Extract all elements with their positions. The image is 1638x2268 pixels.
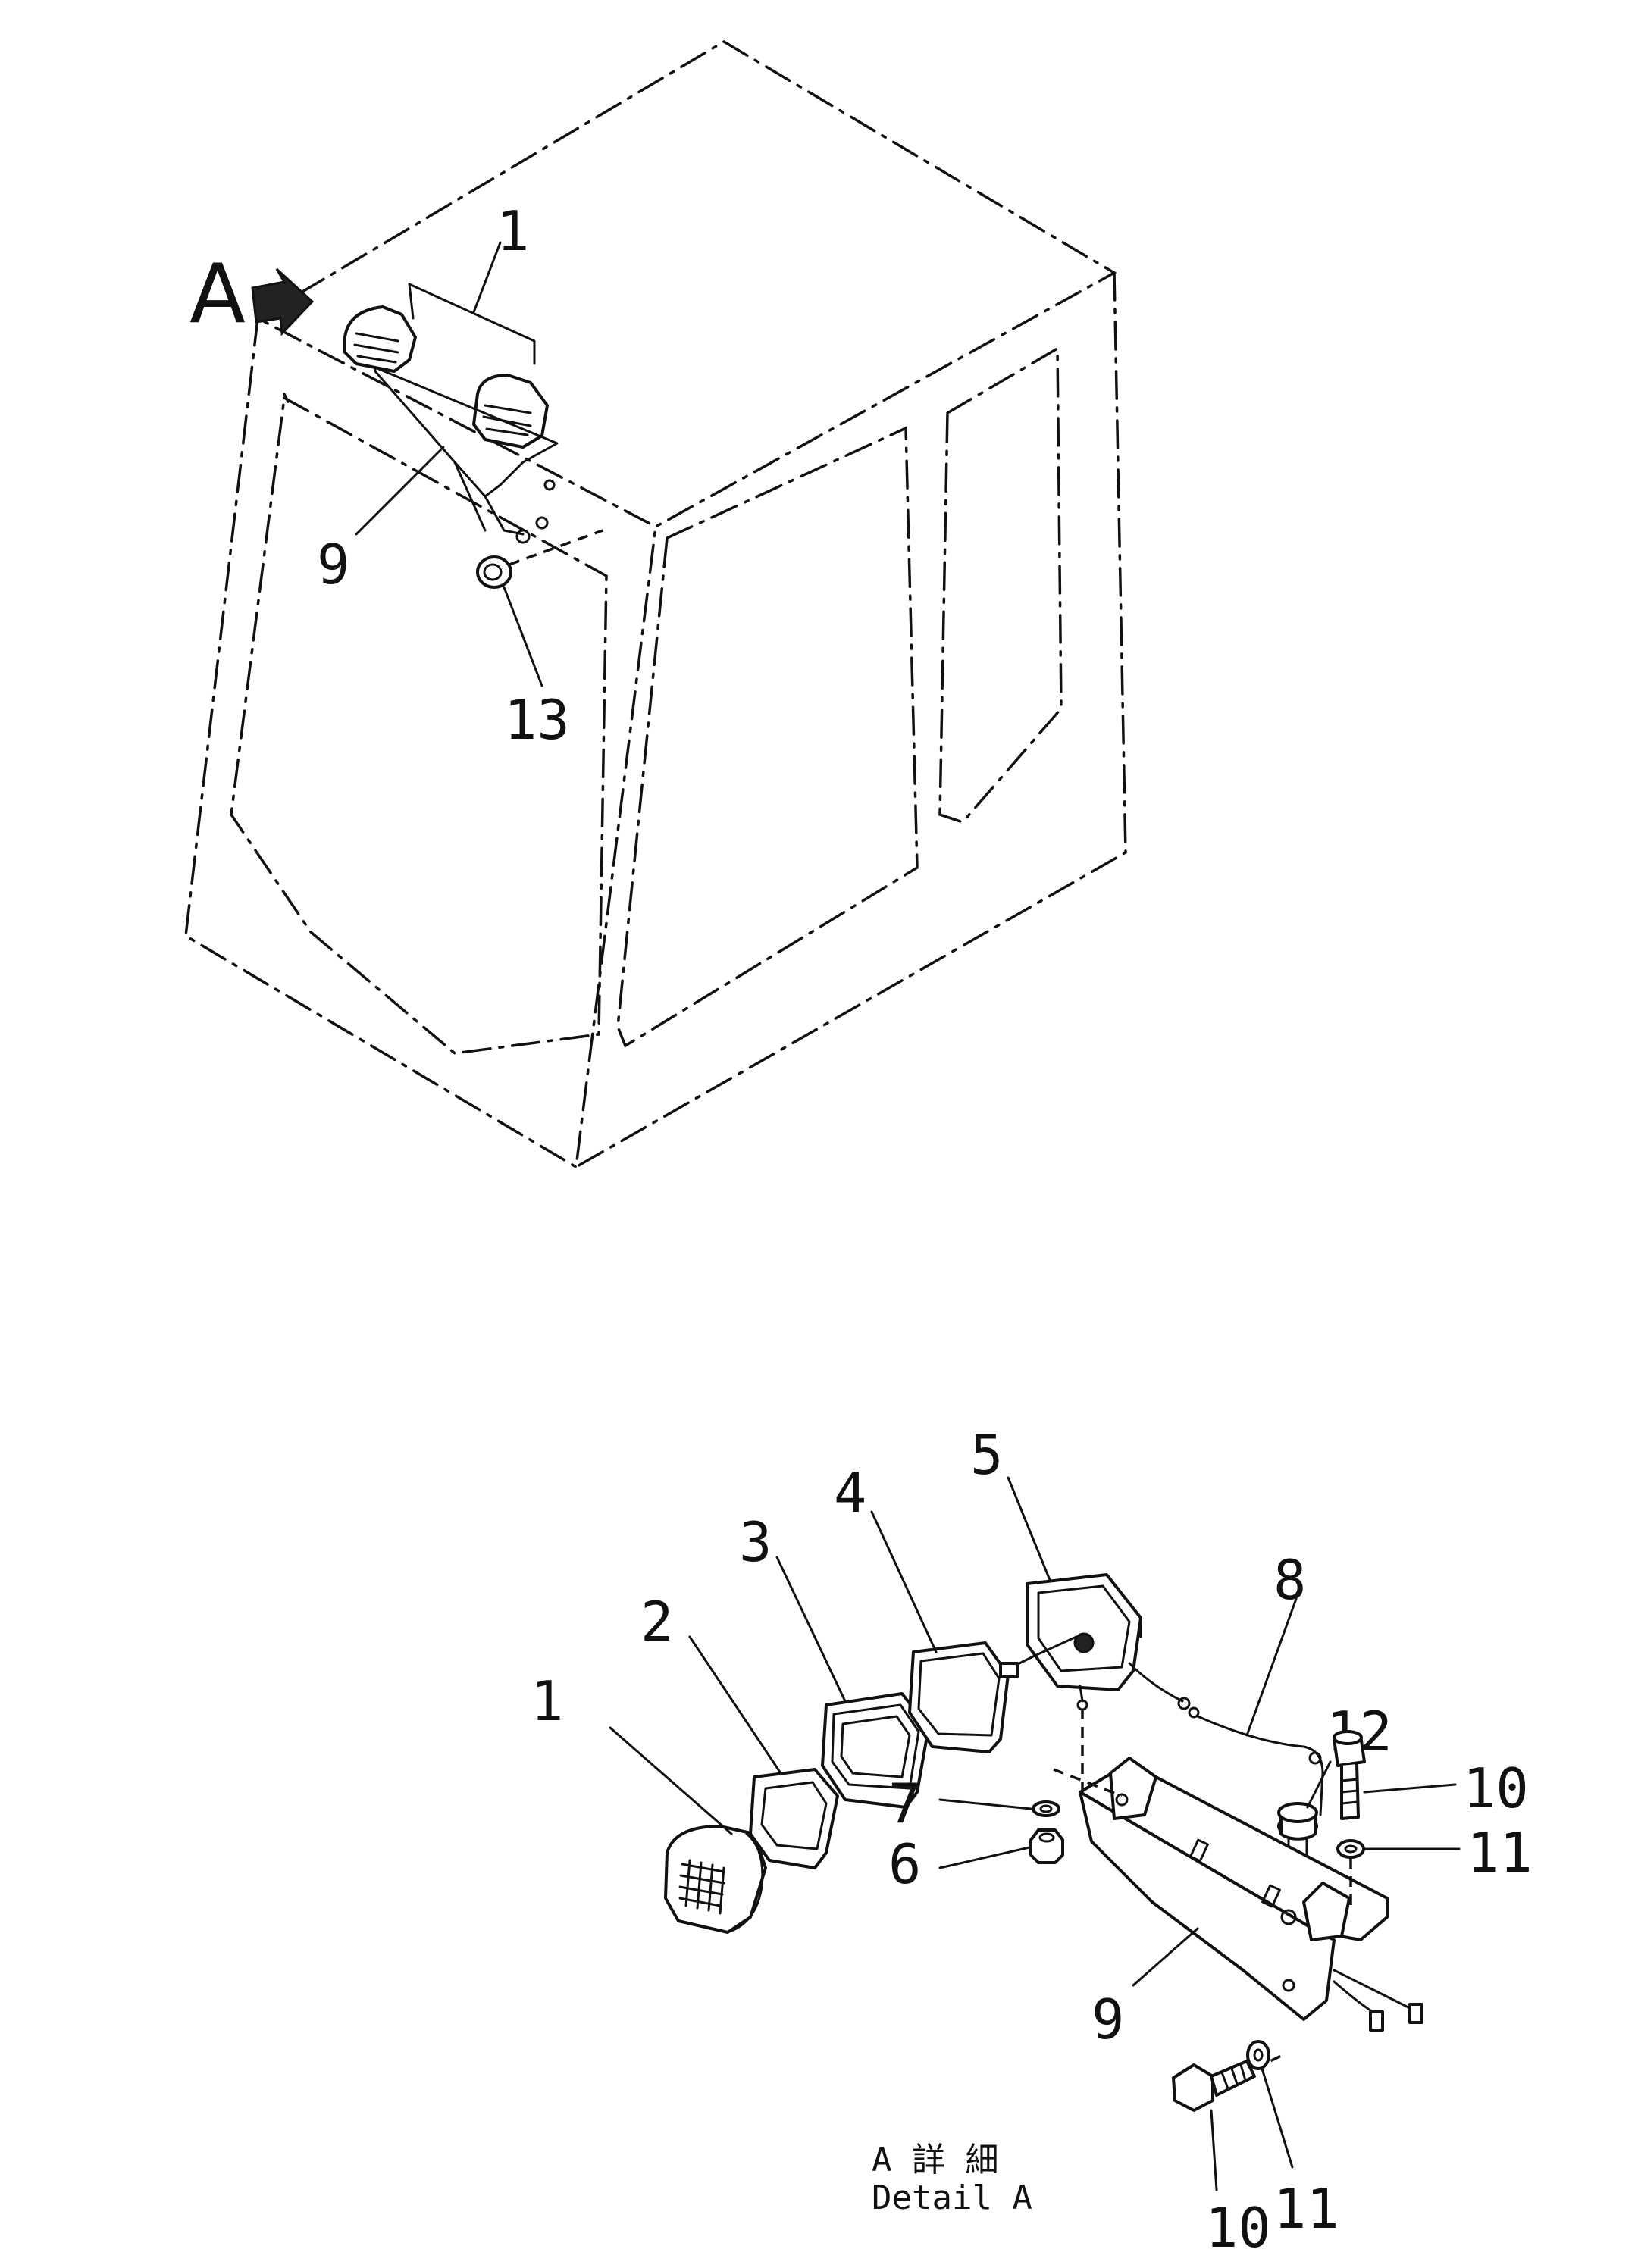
detail-callout-5-leader [1007, 1476, 1051, 1581]
detail-bracket [1079, 1757, 1423, 2032]
detail-lens [664, 1825, 767, 1934]
detail-rim [749, 1768, 839, 1869]
detail-callout-7-leader [938, 1798, 1032, 1810]
detail-caption-japanese: A 詳 細 [872, 2141, 998, 2179]
cab-callout-1: 1 [496, 199, 529, 263]
detail-bolt-upper [1333, 1730, 1366, 1820]
cab-callout-13-leader [503, 586, 543, 687]
view-a-arrow [251, 267, 315, 336]
detail-callout-10b: 10 [1205, 2196, 1271, 2260]
detail-bracket-guide-a [1053, 1768, 1123, 1797]
cab-lamp-right [472, 374, 549, 449]
cab-lamp-left [343, 305, 417, 373]
detail-gasket [821, 1692, 930, 1809]
detail-washer-7 [1032, 1800, 1060, 1817]
cab-callout-9-leader [355, 446, 445, 536]
detail-callout-4: 4 [834, 1461, 866, 1525]
view-a-label: A [189, 247, 246, 342]
cab-callout-13: 13 [504, 688, 570, 752]
detail-washer-lower [1246, 2040, 1270, 2070]
detail-harness [1188, 1706, 1324, 1816]
detail-callout-1-leader [609, 1726, 733, 1835]
detail-housing [999, 1573, 1191, 1711]
detail-callout-4-leader [870, 1510, 938, 1653]
detail-callout-11b-leader [1261, 2067, 1294, 2169]
detail-washer-upper [1336, 1839, 1365, 1910]
detail-callout-11b: 11 [1273, 2177, 1339, 2241]
detail-callout-6: 6 [888, 1832, 921, 1896]
cab-grommet [476, 529, 603, 589]
detail-callout-1: 1 [531, 1669, 563, 1733]
detail-callout-8-leader [1245, 1597, 1298, 1737]
detail-callout-10a-leader [1363, 1783, 1457, 1794]
detail-nut-6 [1029, 1828, 1064, 1864]
detail-callout-2-leader [688, 1635, 782, 1775]
detail-callout-2: 2 [640, 1590, 673, 1653]
detail-callout-12-leader [1306, 1760, 1332, 1809]
detail-callout-11a: 11 [1467, 1821, 1533, 1885]
detail-seal [908, 1641, 1010, 1753]
detail-callout-10b-leader [1210, 2109, 1218, 2191]
cab-callout-1-stem [472, 241, 502, 314]
cab-outline [184, 39, 1127, 1169]
detail-callout-5: 5 [970, 1423, 1003, 1487]
detail-callout-7: 7 [888, 1772, 921, 1835]
detail-callout-6-leader [938, 1846, 1031, 1869]
detail-callout-9: 9 [1091, 1988, 1124, 2051]
cab-lamp-bracket [374, 366, 559, 544]
detail-caption-english: Detail A [872, 2179, 1032, 2217]
cab-callout-1-leader [408, 283, 536, 365]
cab-callout-9: 9 [317, 533, 349, 596]
detail-callout-10a: 10 [1463, 1757, 1529, 1820]
detail-callout-3: 3 [739, 1510, 772, 1574]
detail-callout-8: 8 [1273, 1548, 1306, 1612]
detail-callout-3-leader [775, 1556, 847, 1703]
detail-callout-9-leader [1132, 1927, 1199, 1987]
